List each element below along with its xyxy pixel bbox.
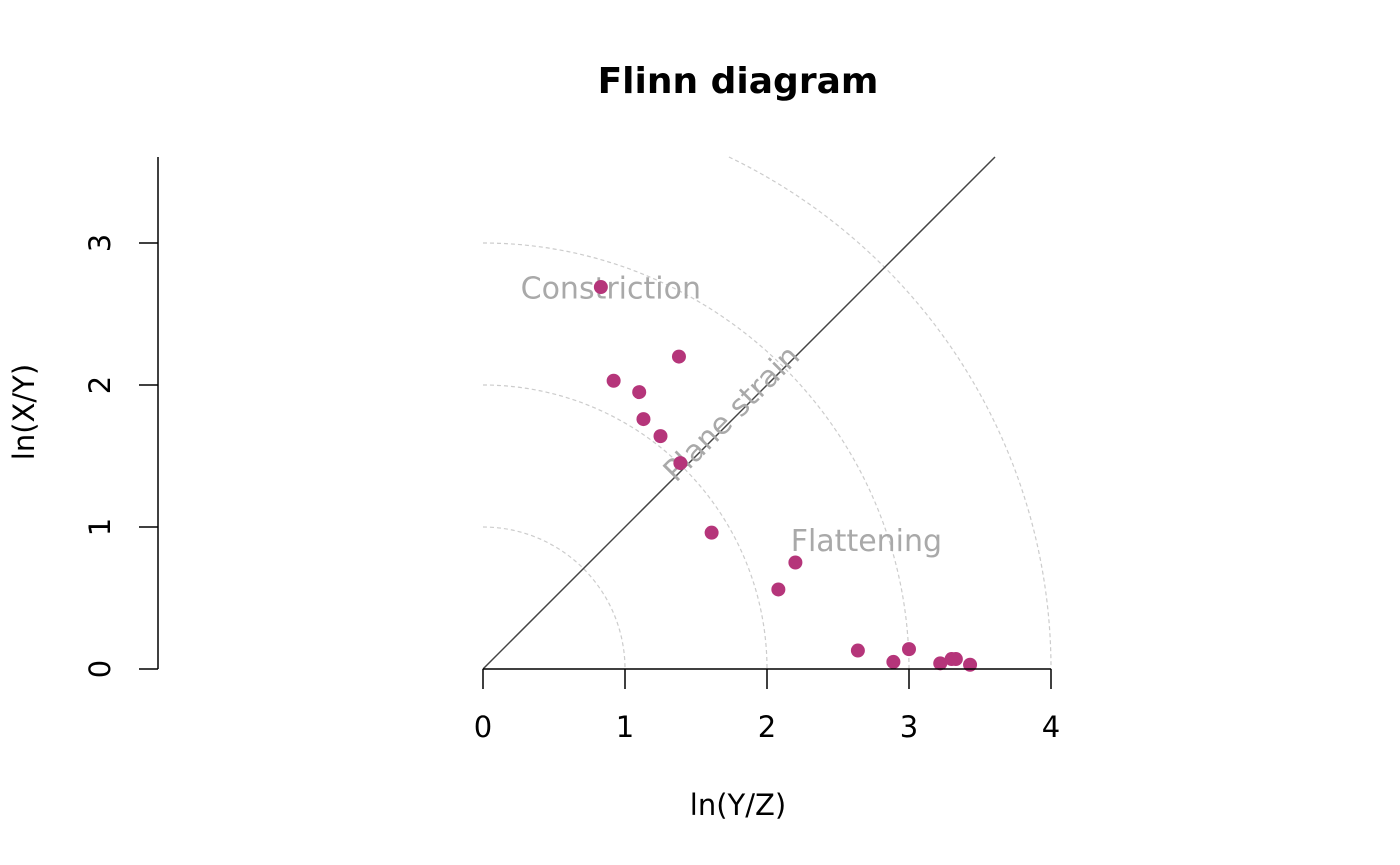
data-point xyxy=(963,657,978,672)
x-tick-label: 1 xyxy=(616,710,634,744)
data-points xyxy=(593,280,978,672)
data-point xyxy=(704,525,719,540)
y-axis: 0 1 2 3 xyxy=(83,157,159,678)
plane-strain-line xyxy=(482,156,996,670)
data-point xyxy=(606,373,621,388)
reference-arc-2 xyxy=(482,384,768,670)
constriction-label: Constriction xyxy=(521,271,701,306)
y-tick-label: 2 xyxy=(83,376,117,394)
plane-strain-reference-line xyxy=(482,156,996,670)
x-tick-label: 3 xyxy=(900,710,918,744)
data-point xyxy=(653,429,668,444)
x-tick-label: 2 xyxy=(758,710,776,744)
data-point xyxy=(788,555,803,570)
data-point xyxy=(636,412,651,427)
flattening-label: Flattening xyxy=(791,524,942,559)
y-tick-label: 0 xyxy=(83,660,117,678)
data-point xyxy=(671,349,686,364)
reference-arc-1 xyxy=(482,526,626,670)
x-axis: 0 1 2 3 4 xyxy=(474,668,1060,744)
data-point xyxy=(850,643,865,658)
data-point xyxy=(632,385,647,400)
x-tick-label: 0 xyxy=(474,710,492,744)
data-point xyxy=(948,652,963,667)
reference-arcs xyxy=(482,156,1052,670)
data-point xyxy=(886,654,901,669)
x-axis-label: ln(Y/Z) xyxy=(690,788,786,822)
data-point xyxy=(593,280,608,295)
reference-arc-4 xyxy=(728,156,1052,670)
y-tick-label: 3 xyxy=(83,234,117,252)
reference-arc-3 xyxy=(482,242,910,670)
chart-title: Flinn diagram xyxy=(598,61,879,102)
y-axis-label: ln(X/Y) xyxy=(7,364,41,460)
data-point xyxy=(673,456,688,471)
data-point xyxy=(933,656,948,671)
data-point xyxy=(771,582,786,597)
data-point xyxy=(902,642,916,657)
y-tick-label: 1 xyxy=(83,518,117,536)
x-tick-label: 4 xyxy=(1042,710,1060,744)
